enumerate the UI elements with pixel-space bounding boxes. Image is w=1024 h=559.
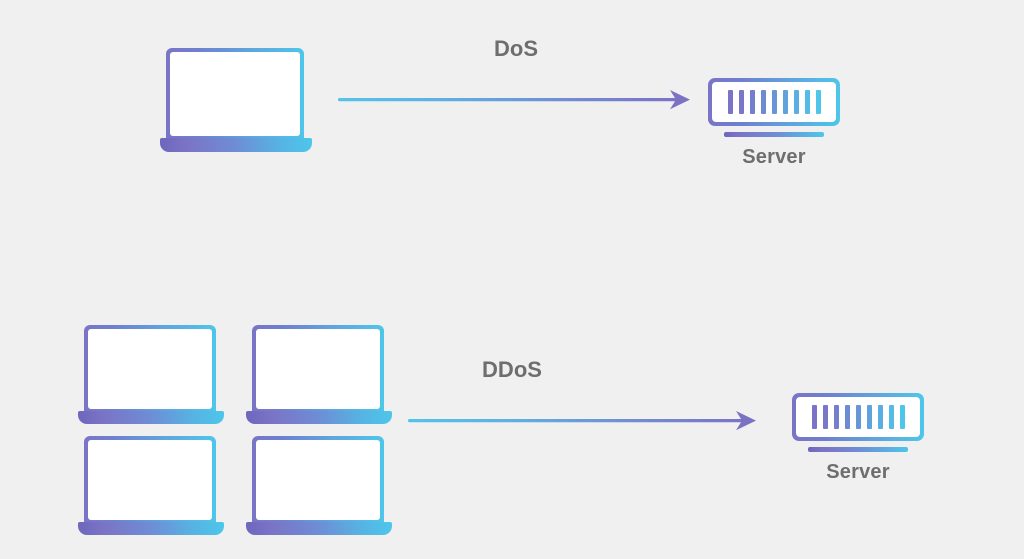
ddos-attacker-laptop-3: [78, 436, 224, 536]
laptop-screen-surface: [88, 329, 212, 409]
laptop-base: [160, 138, 312, 152]
laptop-base: [246, 411, 392, 424]
server-bay-slot: [771, 90, 777, 114]
server-bay-slot: [899, 405, 905, 429]
server-bay-slot: [822, 405, 828, 429]
server-bay-slot: [738, 90, 744, 114]
server-bays: [796, 397, 920, 437]
laptop-screen: [166, 48, 304, 140]
laptop-base: [246, 522, 392, 535]
server-bay-slot: [833, 405, 839, 429]
server-bay-slot: [811, 405, 817, 429]
laptop-base: [78, 411, 224, 424]
server-bay-slot: [877, 405, 883, 429]
server-stand: [808, 447, 908, 452]
server-bays: [712, 82, 836, 122]
laptop-screen-surface: [170, 52, 300, 136]
server-bay-slot: [793, 90, 799, 114]
server-bay-slot: [888, 405, 894, 429]
ddos-server-label: Server: [826, 461, 890, 483]
laptop-screen: [84, 436, 216, 524]
ddos-attacker-laptop-2: [246, 325, 392, 425]
server-chassis: [708, 78, 840, 126]
server-bay-slot: [855, 405, 861, 429]
server-bay-slot: [760, 90, 766, 114]
laptop-screen-surface: [256, 329, 380, 409]
laptop-screen-surface: [88, 440, 212, 520]
ddos-attacker-laptop-1: [78, 325, 224, 425]
dos-server-label: Server: [742, 146, 806, 168]
server-bay-slot: [815, 90, 821, 114]
server-stand: [724, 132, 824, 137]
dos-attack-arrow: [338, 88, 694, 112]
server-bay-slot: [782, 90, 788, 114]
server-bay-slot: [866, 405, 872, 429]
ddos-server: Server: [792, 393, 924, 493]
dos-attacker-laptop: [160, 48, 312, 153]
ddos-attack-label: DDoS: [482, 357, 542, 382]
server-bay-slot: [727, 90, 733, 114]
server-chassis: [792, 393, 924, 441]
dos-attack-label: DoS: [494, 36, 538, 61]
ddos-attacker-laptop-4: [246, 436, 392, 536]
ddos-attack-arrow: [408, 409, 760, 433]
server-bay-slot: [749, 90, 755, 114]
server-bay-slot: [844, 405, 850, 429]
server-bay-slot: [804, 90, 810, 114]
laptop-screen: [252, 436, 384, 524]
laptop-base: [78, 522, 224, 535]
laptop-screen: [84, 325, 216, 413]
dos-server: Server: [708, 78, 840, 178]
laptop-screen-surface: [256, 440, 380, 520]
laptop-screen: [252, 325, 384, 413]
